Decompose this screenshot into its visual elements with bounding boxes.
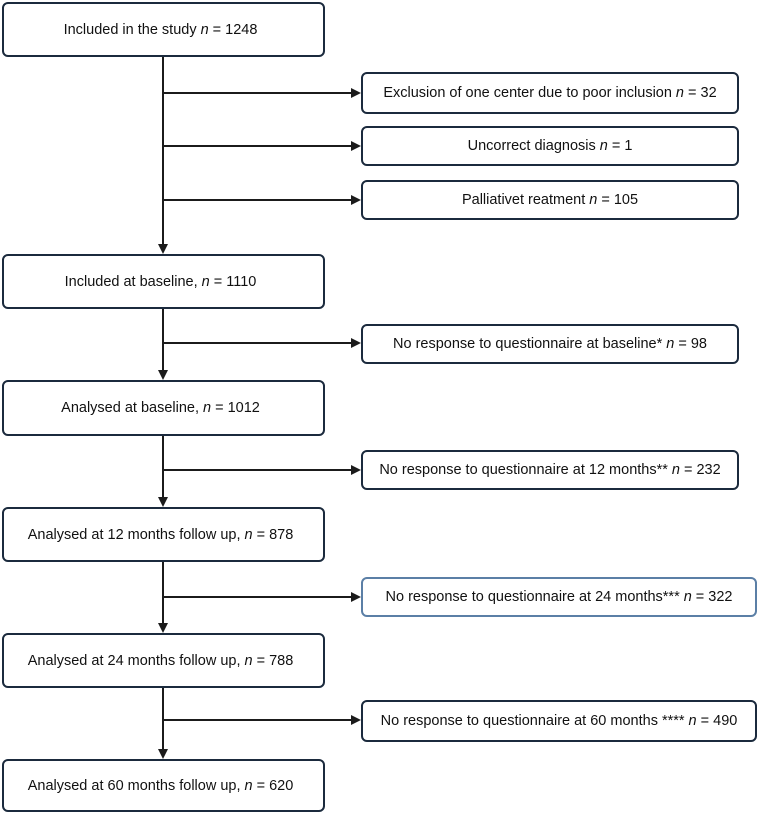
main-box-included-baseline: Included at baseline,n= 1110 (2, 254, 325, 309)
exclusion-label: Uncorrect diagnosis (467, 138, 596, 154)
main-box-label: Included at baseline, (64, 273, 198, 290)
exclusion-label: No response to questionnaire at 24 month… (385, 589, 680, 605)
exclusion-box-no-response-12-months: No response to questionnaire at 12 month… (361, 450, 739, 490)
n-symbol: n (201, 273, 210, 290)
n-symbol: n (599, 138, 608, 154)
n-symbol: n (244, 526, 253, 543)
main-box-analysed-60-months: Analysed at 60 months follow up,n= 620 (2, 759, 325, 812)
exclusion-count: 32 (700, 85, 717, 101)
eq-symbol: = (683, 462, 693, 478)
eq-symbol: = (213, 273, 223, 290)
exclusion-label: No response to questionnaire at 60 month… (380, 713, 685, 729)
main-box-count: 1110 (226, 273, 257, 290)
exclusion-count: 490 (713, 713, 738, 729)
main-box-analysed-baseline: Analysed at baseline,n= 1012 (2, 380, 325, 436)
exclusion-count: 232 (696, 462, 721, 478)
eq-symbol: = (695, 589, 705, 605)
n-symbol: n (244, 777, 253, 794)
eq-symbol: = (611, 138, 621, 154)
eq-symbol: = (688, 85, 697, 101)
n-symbol: n (244, 652, 253, 669)
n-symbol: n (666, 336, 675, 352)
n-symbol: n (200, 21, 209, 38)
main-box-label: Analysed at 60 months follow up, (27, 777, 241, 794)
exclusion-box-no-response-24-months: No response to questionnaire at 24 month… (361, 577, 757, 617)
n-symbol: n (203, 400, 212, 416)
main-box-label: Analysed at baseline, (61, 400, 199, 416)
exclusion-label: Palliativet reatment (461, 192, 586, 208)
main-box-count: 788 (269, 652, 294, 669)
main-box-label: Analysed at 24 months follow up, (27, 652, 241, 669)
main-box-count: 1012 (227, 400, 260, 416)
eq-symbol: = (212, 21, 222, 38)
exclusion-count: 322 (708, 589, 733, 605)
eq-symbol: = (256, 652, 266, 669)
n-symbol: n (675, 85, 684, 101)
exclusion-label: No response to questionnaire at baseline… (393, 336, 663, 352)
exclusion-label: No response to questionnaire at 12 month… (379, 462, 668, 478)
exclusion-box-center: Exclusion of one center due to poor incl… (361, 72, 739, 114)
exclusion-box-no-response-baseline: No response to questionnaire at baseline… (361, 324, 739, 364)
n-symbol: n (589, 192, 598, 208)
main-box-count: 620 (269, 777, 294, 794)
main-box-analysed-12-months: Analysed at 12 months follow up,n= 878 (2, 507, 325, 562)
eq-symbol: = (678, 336, 687, 352)
main-box-count: 1248 (225, 21, 258, 38)
eq-symbol: = (215, 400, 224, 416)
eq-symbol: = (700, 713, 710, 729)
exclusion-count: 98 (690, 336, 707, 352)
eq-symbol: = (256, 777, 266, 794)
main-box-count: 878 (269, 526, 294, 543)
eq-symbol: = (256, 526, 266, 543)
n-symbol: n (688, 713, 697, 729)
n-symbol: n (671, 462, 680, 478)
main-box-analysed-24-months: Analysed at 24 months follow up,n= 788 (2, 633, 325, 688)
exclusion-label: Exclusion of one center due to poor incl… (383, 85, 672, 101)
exclusion-count: 105 (613, 192, 639, 208)
eq-symbol: = (601, 192, 610, 208)
exclusion-box-no-response-60-months: No response to questionnaire at 60 month… (361, 700, 757, 742)
exclusion-count: 1 (624, 138, 633, 154)
main-box-label: Analysed at 12 months follow up, (27, 526, 241, 543)
n-symbol: n (683, 589, 692, 605)
main-box-label: Included in the study (63, 21, 197, 38)
